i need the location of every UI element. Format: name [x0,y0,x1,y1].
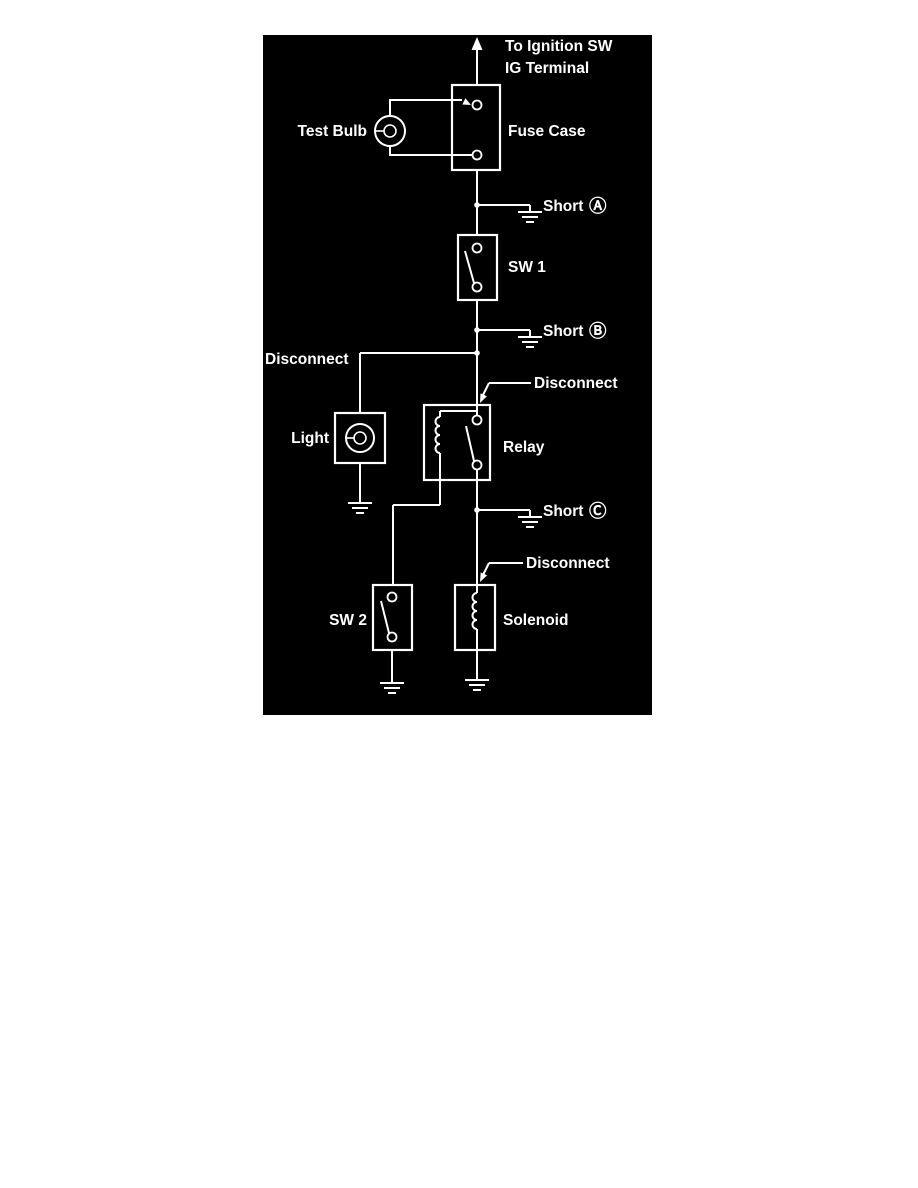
short-a-tap [474,202,542,223]
label-short-c: Short [543,503,583,520]
label-solenoid: Solenoid [503,612,568,629]
solenoid-coil [471,592,478,630]
ground-icon [518,336,542,348]
light-branch-wire [359,350,480,413]
wiring-diagram-panel: To Ignition SW IG Terminal Fuse Case Tes… [263,35,652,715]
label-test-bulb: Test Bulb [298,123,367,140]
solenoid-disconnect-pointer [480,562,523,582]
test-bulb-symbol [374,98,472,156]
ground-icon [348,502,372,514]
pointer-arrow-icon [462,98,471,105]
ground-icon [518,211,542,223]
label-fuse-case: Fuse Case [508,123,586,140]
supply-wire [471,37,483,85]
label-relay: Relay [503,439,545,456]
label-sw1: SW 1 [508,259,546,276]
up-arrow-icon [471,37,483,50]
label-ignition-line2: IG Terminal [505,60,589,77]
ground-icon [465,679,489,691]
short-a-letter: Ⓐ [589,196,607,217]
label-short-b: Short [543,323,583,340]
label-light: Light [291,430,329,447]
pointer-arrow-icon [480,572,488,582]
label-disconnect-solenoid: Disconnect [526,555,610,572]
fuse-case-symbol [450,83,502,172]
short-b-letter: Ⓑ [589,321,607,342]
relay-coil [434,416,441,454]
label-sw2: SW 2 [329,612,367,629]
sw1-symbol [456,233,499,302]
solenoid-symbol [453,583,497,691]
relay-disconnect-pointer [480,382,531,403]
pointer-arrow-icon [480,393,487,403]
ground-icon [518,516,542,528]
label-disconnect-light: Disconnect [265,351,349,368]
short-b-tap [474,327,542,348]
ground-icon [380,682,404,694]
light-symbol [333,411,387,514]
label-short-a: Short [543,198,583,215]
short-c-letter: Ⓒ [589,501,607,522]
label-disconnect-relay: Disconnect [534,375,618,392]
circuit-diagram-svg: To Ignition SW IG Terminal Fuse Case Tes… [265,37,618,694]
sw2-symbol [371,583,414,694]
relay-symbol [392,403,492,585]
short-c-tap [474,507,542,528]
label-ignition-line1: To Ignition SW [505,38,613,55]
